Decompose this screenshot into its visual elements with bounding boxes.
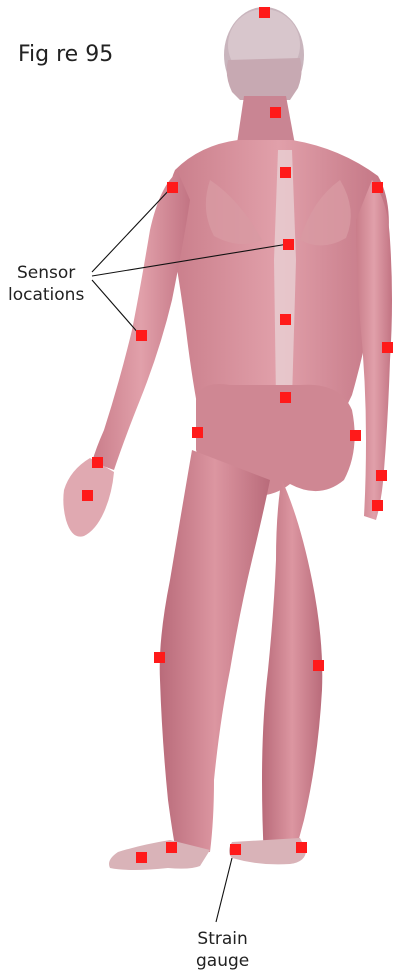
sensor-right-hip	[350, 430, 361, 441]
sensor-right-ankle	[296, 842, 307, 853]
sensor-left-hip	[192, 427, 203, 438]
sensor-left-knee	[154, 652, 165, 663]
sensor-right-wrist	[376, 470, 387, 481]
sensor-left-foot	[136, 852, 147, 863]
body-left-leg	[160, 450, 270, 852]
sensor-left-shoulder	[167, 182, 178, 193]
sensor-right-heel	[230, 844, 241, 855]
sensor-left-hand	[82, 490, 93, 501]
sensor-right-shoulder	[372, 182, 383, 193]
body-spine	[274, 150, 296, 400]
sensor-head	[259, 7, 270, 18]
sensor-mid-back	[283, 239, 294, 250]
sensor-left-wrist	[92, 457, 103, 468]
sensor-label-line1: Sensor	[8, 262, 84, 284]
body-head	[224, 7, 304, 103]
strain-label-line1: Strain	[196, 928, 249, 950]
sensor-left-ankle	[166, 842, 177, 853]
strain-label-line2: gauge	[196, 950, 249, 972]
sensor-right-hand	[372, 500, 383, 511]
strain-gauge-label: Strain gauge	[196, 928, 249, 972]
sensor-sacrum	[280, 392, 291, 403]
sensor-upper-back	[280, 167, 291, 178]
pointer-line	[92, 280, 140, 335]
sensor-right-knee	[313, 660, 324, 671]
pointer-line	[216, 858, 232, 922]
sensor-neck	[270, 107, 281, 118]
sensor-right-elbow	[382, 342, 393, 353]
sensor-left-elbow	[136, 330, 147, 341]
sensor-label-line2: locations	[8, 284, 84, 306]
body-left-arm	[92, 172, 190, 470]
sensor-locations-label: Sensor locations	[8, 262, 84, 306]
sensor-lower-back	[280, 314, 291, 325]
